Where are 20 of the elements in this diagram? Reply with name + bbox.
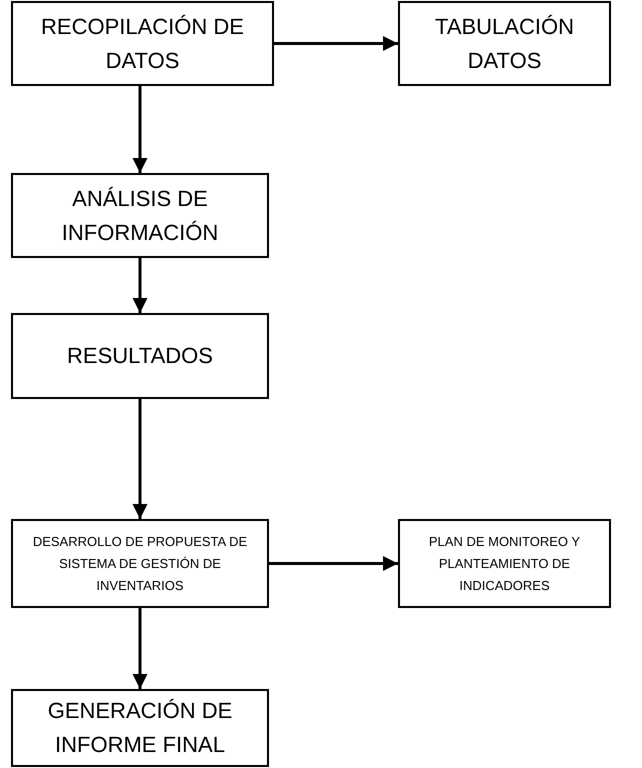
- process-box: [11, 1, 274, 86]
- box-label: GENERACIÓN DE INFORME FINAL: [46, 697, 234, 759]
- arrow: [132, 86, 148, 173]
- arrow: [274, 36, 398, 51]
- box-label: ANÁLISIS DE INFORMACIÓN: [60, 184, 220, 246]
- arrow: [132, 608, 148, 689]
- arrow: [132, 399, 148, 519]
- process-box: [11, 689, 269, 767]
- process-box: [11, 519, 269, 608]
- process-box: [398, 519, 611, 608]
- box-label: RECOPILACIÓN DE DATOS: [40, 12, 245, 74]
- box-label: RESULTADOS: [67, 342, 213, 370]
- process-box: [11, 173, 269, 258]
- process-box: [398, 1, 611, 86]
- box-label: DESARROLLO DE PROPUESTA DE SISTEMA DE GESTIÓN DE INVENTARIOS: [32, 532, 248, 594]
- arrow: [269, 556, 398, 571]
- box-label: TABULACIÓN DATOS: [434, 12, 575, 74]
- process-box: [11, 313, 269, 399]
- box-label: PLAN DE MONITOREO Y PLANTEAMIENTO DE INDICADORES: [428, 532, 582, 594]
- arrow: [132, 258, 148, 313]
